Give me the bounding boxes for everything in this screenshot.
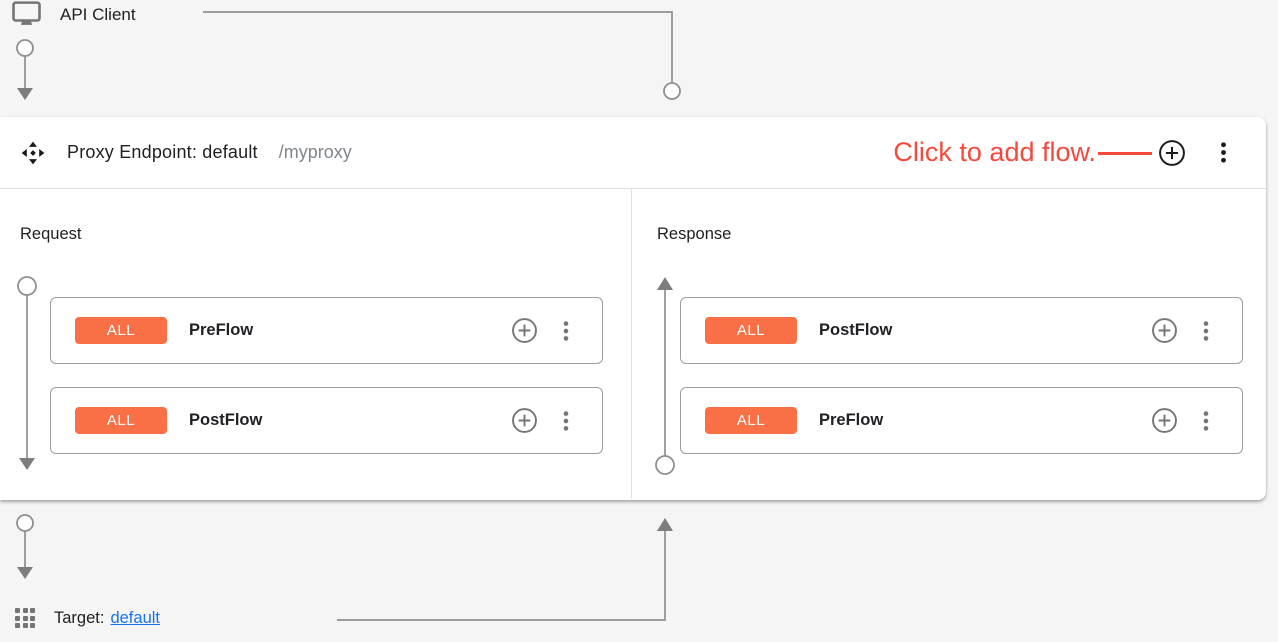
- monitor-icon: [12, 1, 41, 25]
- move-icon[interactable]: [20, 140, 46, 166]
- flow-name: PostFlow: [819, 321, 893, 339]
- kebab-menu-icon: [563, 410, 569, 431]
- panel-basepath: /myproxy: [278, 142, 352, 162]
- target-row: Target: default: [15, 608, 160, 628]
- target-to-response-connector: [337, 518, 673, 621]
- flow-menu-button[interactable]: [554, 409, 578, 433]
- flow-card-response-postflow[interactable]: ALL PostFlow: [680, 297, 1243, 364]
- add-flow-annotation: Click to add flow.: [893, 117, 1236, 188]
- client-to-proxy-connector: [203, 11, 681, 100]
- api-client-label: API Client: [60, 5, 136, 24]
- request-column-heading: Request: [20, 225, 82, 243]
- flow-card-request-postflow[interactable]: ALL PostFlow: [50, 387, 603, 454]
- proxy-endpoint-header: Proxy Endpoint: default /myproxy Click t…: [0, 117, 1266, 189]
- flow-menu-button[interactable]: [1194, 319, 1218, 343]
- condition-badge: ALL: [705, 317, 797, 344]
- flow-menu-button[interactable]: [554, 319, 578, 343]
- proxy-endpoint-panel: Proxy Endpoint: default /myproxy Click t…: [0, 117, 1266, 500]
- add-flow-button[interactable]: [1158, 139, 1186, 167]
- proxy-to-target-connector: [16, 514, 34, 579]
- kebab-menu-icon: [563, 320, 569, 341]
- add-circle-icon: [1152, 318, 1177, 343]
- panel-title: Proxy Endpoint: default: [67, 142, 258, 162]
- target-label: Target:: [54, 608, 105, 627]
- target-default-link[interactable]: default: [110, 608, 160, 627]
- flow-name: PostFlow: [189, 411, 263, 429]
- proxy-endpoint-body: Request Response ALL PreFlow ALL PostFlo…: [0, 189, 1266, 499]
- flow-card-response-preflow[interactable]: ALL PreFlow: [680, 387, 1243, 454]
- condition-badge: ALL: [75, 407, 167, 434]
- add-circle-icon: [512, 318, 537, 343]
- kebab-menu-icon: [1203, 410, 1209, 431]
- grid-icon: [15, 608, 35, 628]
- condition-badge: ALL: [75, 317, 167, 344]
- kebab-menu-icon: [1203, 320, 1209, 341]
- flow-name: PreFlow: [189, 321, 254, 339]
- add-policy-button[interactable]: [511, 407, 538, 434]
- annotation-text: Click to add flow.: [893, 137, 1096, 167]
- condition-badge: ALL: [705, 407, 797, 434]
- column-divider: [631, 189, 632, 499]
- add-policy-button[interactable]: [1151, 407, 1178, 434]
- add-circle-icon: [512, 408, 537, 433]
- flow-menu-button[interactable]: [1194, 409, 1218, 433]
- annotation-pointer-line: [1098, 152, 1152, 155]
- client-down-connector: [16, 39, 34, 100]
- api-client: API Client: [11, 1, 136, 27]
- kebab-menu-icon: [1221, 142, 1226, 163]
- add-policy-button[interactable]: [511, 317, 538, 344]
- flow-card-request-preflow[interactable]: ALL PreFlow: [50, 297, 603, 364]
- response-column-heading: Response: [657, 225, 732, 243]
- flow-name: PreFlow: [819, 411, 884, 429]
- endpoint-menu-button[interactable]: [1211, 140, 1236, 165]
- add-circle-icon: [1159, 139, 1185, 166]
- add-circle-icon: [1152, 408, 1177, 433]
- add-policy-button[interactable]: [1151, 317, 1178, 344]
